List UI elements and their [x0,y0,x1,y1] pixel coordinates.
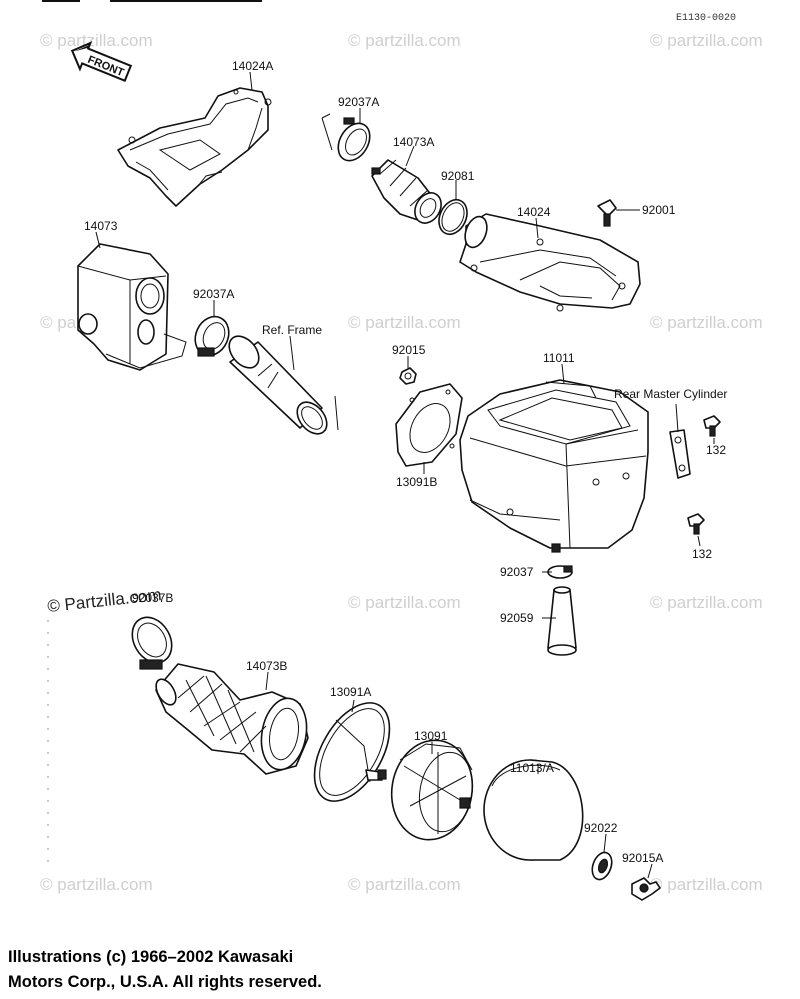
clamp-92037A-mid [194,315,230,357]
watermark: © partzilla.com [348,593,461,612]
label-92037A-top: 92037A [338,95,379,109]
duct-14073B [155,663,309,775]
label-92037: 92037 [500,565,534,579]
label-ref-frame: Ref. Frame [262,323,322,337]
label-92015A: 92015A [622,851,663,865]
drawing-code: E1130-0020 [676,13,736,24]
bolt-132-upper [703,415,721,437]
watermark: © partzilla.com [650,593,763,612]
label-92081: 92081 [441,169,475,183]
airbox-11011 [459,379,649,553]
housing-14024 [459,213,641,312]
bolt-132-lower [687,513,705,535]
clamp-92037B [131,616,173,670]
copyright-line-2: Motors Corp., U.S.A. All rights reserved… [8,973,322,991]
label-92001: 92001 [642,203,676,217]
label-92059: 92059 [500,611,534,625]
watermark: © partzilla.com [40,31,153,50]
master-cylinder-bracket [669,429,691,479]
label-14024: 14024 [517,205,551,219]
label-13091A: 13091A [330,685,371,699]
label-132-lower: 132 [692,547,712,561]
part-labels: 14024A 92037A 14073A 92081 14024 92001 1… [84,59,727,865]
nut-92015 [399,367,417,385]
watermark: © partzilla.com [348,31,461,50]
watermark: © partzilla.com [650,313,763,332]
tube-92059 [547,586,577,656]
watermark-group: © partzilla.com © partzilla.com © partzi… [40,31,763,894]
copyright-notice: Illustrations (c) 1966–2002 Kawasaki Mot… [8,945,608,995]
cover-14024A [117,87,272,207]
boot-14073A [371,159,442,224]
label-92037B: 92037B [132,591,173,605]
label-92037A-mid: 92037A [193,287,234,301]
intake-14073 [77,243,187,371]
watermark: © partzilla.com [348,875,461,894]
cage-13091 [390,739,474,841]
label-92015: 92015 [392,343,426,357]
plate-13091A [313,702,391,802]
leader-lines [95,71,715,879]
element-11013A [483,759,584,861]
label-92022: 92022 [584,821,618,835]
clamp-92037A-top [321,113,371,162]
copyright-line-1: Illustrations (c) 1966–2002 Kawasaki [8,948,294,966]
watermark: © partzilla.com [348,313,461,332]
label-14024A: 14024A [232,59,273,73]
label-rear-master-cylinder: Rear Master Cylinder [614,387,727,401]
label-14073A: 14073A [393,135,434,149]
label-14073B: 14073B [246,659,287,673]
bolt-92001 [597,199,640,227]
watermark: © partzilla.com [650,875,763,894]
ref-frame-tube [228,335,339,435]
ring-92081 [438,198,468,236]
plate-13091B [395,383,463,467]
label-14073: 14073 [84,219,118,233]
watermark: © partzilla.com [40,875,153,894]
label-11011: 11011 [543,351,575,365]
washer-92022 [591,851,613,881]
label-13091B: 13091B [396,475,437,489]
label-11013A: 11013/A [510,761,554,775]
label-13091: 13091 [414,729,448,743]
watermark: © partzilla.com [650,31,763,50]
label-132-upper: 132 [706,443,726,457]
wingnut-92015A [631,877,661,901]
